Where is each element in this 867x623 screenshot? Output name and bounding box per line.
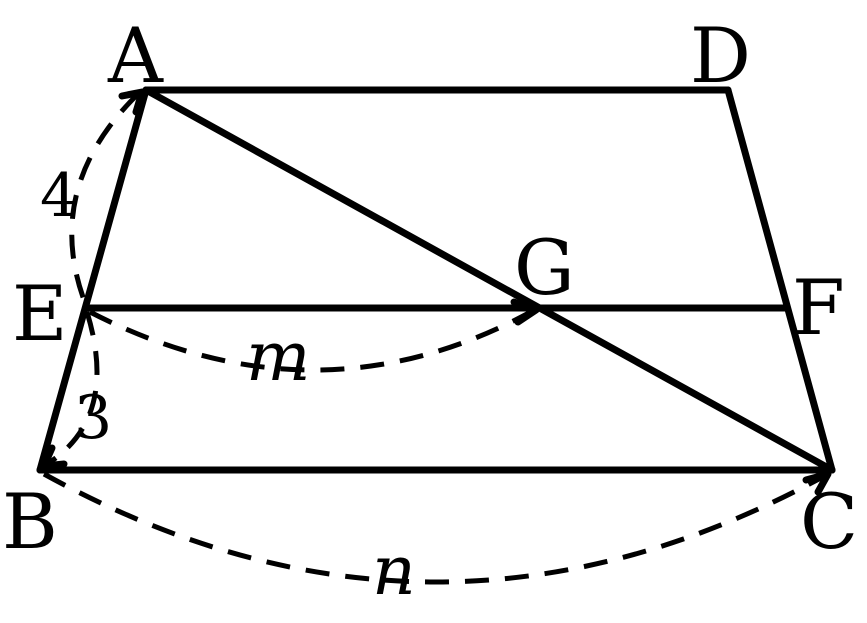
vertex-label-F: F <box>792 263 845 352</box>
arc-EB <box>42 311 100 469</box>
arrowhead-B <box>40 444 68 470</box>
vertex-label-A: A <box>107 11 164 100</box>
segment-BA <box>36 86 150 474</box>
length-label-BC: n <box>372 532 416 611</box>
vertex-label-E: E <box>12 269 67 358</box>
length-label-AE: 4 <box>40 161 78 231</box>
length-label-EG: m <box>246 318 310 397</box>
arrowhead-A <box>118 88 146 116</box>
vertex-label-B: B <box>2 477 58 566</box>
vertex-label-C: C <box>800 477 858 566</box>
length-label-EB: 3 <box>74 383 112 453</box>
segment-AC <box>142 86 836 474</box>
arc-EG <box>88 305 540 373</box>
segment-DC <box>724 86 836 474</box>
vertex-label-G: G <box>514 223 575 312</box>
arrowhead-C <box>802 470 832 496</box>
arc-AE <box>69 92 140 309</box>
arc-BC <box>42 471 830 585</box>
arrowhead-G <box>510 298 540 326</box>
vertex-label-D: D <box>690 11 751 100</box>
